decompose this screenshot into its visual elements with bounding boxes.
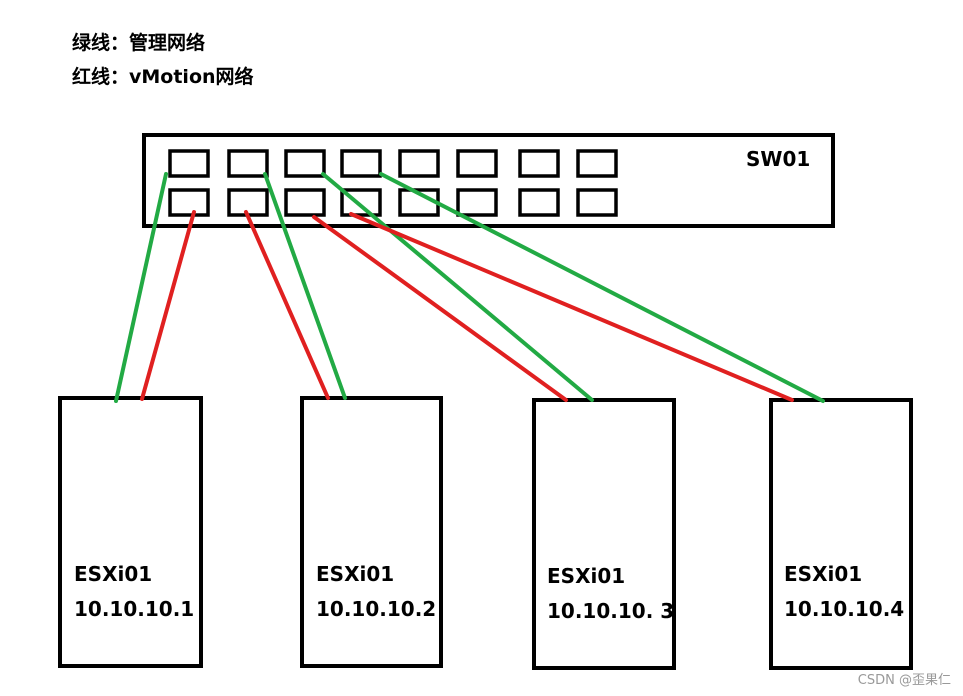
vmotion-links xyxy=(140,210,794,402)
host-1: ESXi01 10.10.10.1 xyxy=(58,396,203,668)
switch-port-2-7 xyxy=(518,188,560,217)
host-group: ESXi01 10.10.10.1 ESXi01 10.10.10.2 ESXi… xyxy=(58,396,913,670)
host-2: ESXi01 10.10.10.2 xyxy=(300,396,443,668)
switch-label: SW01 xyxy=(746,147,810,171)
management-links xyxy=(114,172,825,403)
switch-port-1-2 xyxy=(227,149,269,178)
host-name: ESXi01 xyxy=(784,562,862,586)
host-ip: 10.10.10.2 xyxy=(316,597,436,621)
host-name: ESXi01 xyxy=(547,564,625,588)
switch-port-1-3 xyxy=(284,149,326,178)
switch-port-1-8 xyxy=(576,149,618,178)
host-box xyxy=(532,398,676,670)
host-3: ESXi01 10.10.10. 3 xyxy=(532,398,676,670)
host-ip: 10.10.10. 3 xyxy=(547,599,674,623)
legend-management: 绿线：管理网络 xyxy=(72,32,206,54)
switch-port-1-6 xyxy=(456,149,498,178)
management-link-host-4 xyxy=(379,172,825,403)
switch-port-2-2 xyxy=(227,188,269,217)
host-4: ESXi01 10.10.10.4 xyxy=(769,398,913,670)
switch-port-1-7 xyxy=(518,149,560,178)
vmotion-link-host-4 xyxy=(349,212,794,402)
switch-body xyxy=(142,133,835,228)
switch-port-2-8 xyxy=(576,188,618,217)
host-name: ESXi01 xyxy=(316,562,394,586)
management-link-host-1 xyxy=(114,172,168,403)
switch-port-2-4 xyxy=(340,188,382,217)
switch-ports xyxy=(168,149,618,217)
watermark: CSDN @歪果仁 xyxy=(857,673,951,688)
switch-port-1-1 xyxy=(168,149,210,178)
host-box xyxy=(300,396,443,668)
host-name: ESXi01 xyxy=(74,562,152,586)
host-box xyxy=(58,396,203,668)
vmotion-link-host-2 xyxy=(244,210,330,400)
host-box xyxy=(769,398,913,670)
management-link-host-2 xyxy=(263,172,347,400)
vmotion-link-host-3 xyxy=(312,215,568,402)
switch-port-2-6 xyxy=(456,188,498,217)
legend-vmotion: 红线：vMotion网络 xyxy=(72,66,254,88)
switch-port-2-1 xyxy=(168,188,210,217)
switch-port-1-5 xyxy=(398,149,440,178)
switch-port-2-3 xyxy=(284,188,326,217)
host-ip: 10.10.10.4 xyxy=(784,597,904,621)
host-ip: 10.10.10.1 xyxy=(74,597,194,621)
switch-port-1-4 xyxy=(340,149,382,178)
management-link-host-3 xyxy=(321,172,594,402)
vmotion-link-host-1 xyxy=(140,210,196,401)
